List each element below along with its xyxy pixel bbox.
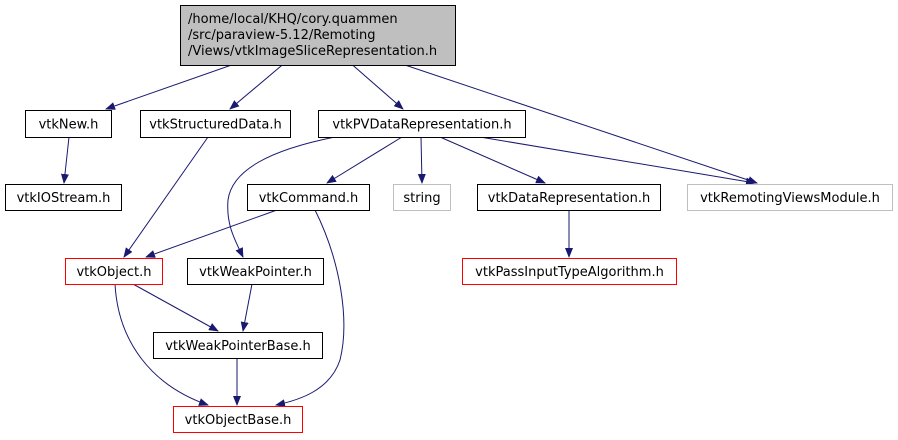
node-label: vtkWeakPointer.h: [199, 265, 312, 280]
node-box: [477, 184, 661, 211]
edge-vtkPVDataRepresentation-to-vtkDataRepresentation: [439, 136, 546, 184]
node-label: vtkPVDataRepresentation.h: [332, 118, 511, 133]
node-label: vtkWeakPointerBase.h: [165, 339, 311, 354]
node-vtkNew[interactable]: vtkNew.h: [25, 110, 112, 138]
node-label-line: /Views/vtkImageSliceRepresentation.h: [188, 44, 437, 59]
node-vtkPassInputTypeAlgorithm[interactable]: vtkPassInputTypeAlgorithm.h: [462, 258, 677, 285]
edge-vtkPVDataRepresentation-to-vtkWeakPointer: [227, 136, 336, 258]
node-box: [687, 184, 893, 211]
edge-vtkNew-to-vtkIOStream: [60, 136, 70, 184]
node-label: vtkObjectBase.h: [185, 413, 292, 428]
edge-root-to-vtkRemotingViewsModule: [392, 60, 758, 184]
node-box: [153, 332, 323, 359]
node-vtkStructuredData[interactable]: vtkStructuredData.h: [140, 110, 291, 138]
node-box: [318, 110, 526, 138]
edge-root-to-vtkPVDataRepresentation: [347, 60, 404, 110]
node-label: vtkNew.h: [39, 118, 99, 133]
node-label: vtkObject.h: [76, 265, 151, 280]
node-label: vtkPassInputTypeAlgorithm.h: [475, 265, 664, 280]
edge-vtkCommand-to-vtkObject: [145, 209, 278, 258]
node-label-line: /src/paraview-5.12/Remoting: [188, 28, 375, 43]
node-vtkWeakPointerBase[interactable]: vtkWeakPointerBase.h: [153, 332, 323, 359]
edge-vtkObject-to-vtkWeakPointerBase: [132, 283, 219, 332]
node-label: vtkCommand.h: [259, 191, 359, 206]
node-box: [462, 258, 677, 285]
edge-root-to-vtkStructuredData: [229, 60, 288, 110]
node-box: [25, 110, 112, 138]
node-vtkObject[interactable]: vtkObject.h: [65, 258, 163, 285]
edge-vtkCommand-to-vtkObjectBase: [275, 209, 345, 408]
node-box: [247, 184, 370, 211]
node-vtkPVDataRepresentation[interactable]: vtkPVDataRepresentation.h: [318, 110, 526, 138]
node-label-line: /home/local/KHQ/cory.quammen: [188, 12, 398, 27]
edge-vtkPVDataRepresentation-to-vtkCommand: [326, 136, 403, 184]
node-string: string: [393, 184, 451, 211]
node-vtkRemotingViewsModule: vtkRemotingViewsModule.h: [687, 184, 893, 211]
node-box: [5, 184, 122, 211]
node-box: [65, 258, 163, 285]
node-vtkIOStream[interactable]: vtkIOStream.h: [5, 184, 122, 211]
node-label: vtkStructuredData.h: [149, 118, 281, 133]
node-box: [140, 110, 291, 138]
node-vtkObjectBase[interactable]: vtkObjectBase.h: [173, 406, 303, 433]
node-label: vtkIOStream.h: [17, 191, 111, 206]
edge-vtkPVDataRepresentation-to-string: [417, 136, 426, 184]
edge-vtkWeakPointer-to-vtkWeakPointerBase: [240, 283, 253, 332]
edge-vtkPVDataRepresentation-to-vtkRemotingViewsModule: [479, 136, 756, 186]
node-box: [180, 5, 456, 66]
node-root[interactable]: /home/local/KHQ/cory.quammen/src/paravie…: [180, 5, 456, 66]
node-label: vtkDataRepresentation.h: [488, 191, 650, 206]
node-box: [393, 184, 451, 211]
node-label: vtkRemotingViewsModule.h: [700, 191, 880, 206]
edge-vtkStructuredData-to-vtkObject: [123, 136, 209, 258]
edge-vtkObject-to-vtkObjectBase: [114, 283, 209, 406]
node-box: [173, 406, 303, 433]
node-box: [187, 258, 324, 285]
edge-root-to-vtkNew: [105, 60, 244, 110]
node-vtkCommand[interactable]: vtkCommand.h: [247, 184, 370, 211]
node-label: string: [403, 191, 440, 206]
node-vtkDataRepresentation[interactable]: vtkDataRepresentation.h: [477, 184, 661, 211]
node-vtkWeakPointer[interactable]: vtkWeakPointer.h: [187, 258, 324, 285]
